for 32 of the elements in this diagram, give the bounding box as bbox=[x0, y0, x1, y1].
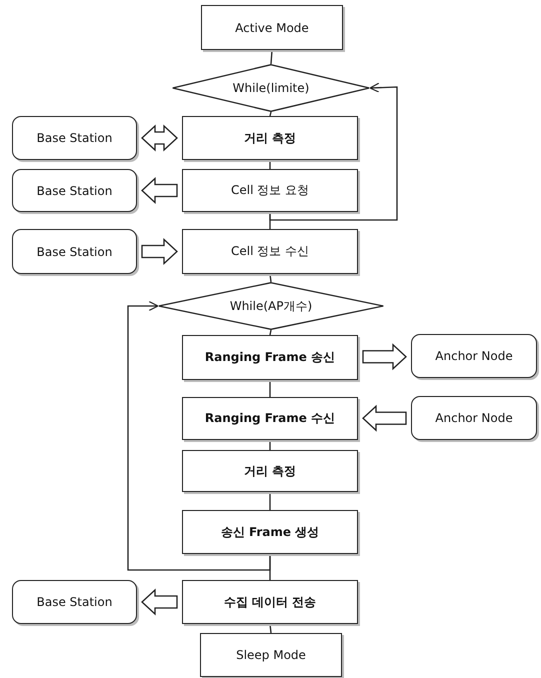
connector-line bbox=[269, 112, 272, 116]
process-box: 송신 Frame 생성 bbox=[182, 510, 358, 554]
entity-box: Base Station bbox=[12, 580, 137, 624]
process-box: Active Mode bbox=[201, 5, 343, 50]
block-arrow bbox=[362, 404, 407, 432]
connector-line bbox=[269, 330, 272, 336]
block-arrow bbox=[141, 124, 178, 152]
connector-line bbox=[270, 50, 273, 64]
process-box: 수집 데이터 전송 bbox=[182, 580, 358, 624]
block-arrow bbox=[362, 343, 407, 370]
loop-diamond: While(limite) bbox=[172, 64, 370, 112]
process-box: Ranging Frame 송신 bbox=[182, 335, 358, 380]
connector-line bbox=[269, 492, 271, 510]
loop-arrow bbox=[127, 300, 271, 571]
process-box: 거리 측정 bbox=[182, 450, 358, 492]
process-box: Ranging Frame 수신 bbox=[182, 397, 358, 440]
process-box: Cell 정보 요청 bbox=[182, 169, 358, 212]
process-box: Sleep Mode bbox=[200, 633, 342, 677]
process-box: Cell 정보 수신 bbox=[182, 229, 358, 274]
loop-diamond: While(AP개수) bbox=[158, 282, 384, 330]
connector-line bbox=[269, 380, 271, 397]
block-arrow bbox=[141, 238, 178, 265]
entity-box: Base Station bbox=[12, 229, 137, 274]
block-arrow bbox=[141, 177, 178, 204]
entity-box: Anchor Node bbox=[411, 334, 537, 378]
entity-box: Base Station bbox=[12, 116, 137, 160]
entity-box: Base Station bbox=[12, 169, 137, 212]
loop-arrow bbox=[269, 82, 398, 221]
entity-box: Anchor Node bbox=[411, 396, 537, 440]
process-box: 거리 측정 bbox=[182, 116, 358, 160]
block-arrow bbox=[141, 588, 178, 616]
connector-line bbox=[269, 554, 271, 580]
